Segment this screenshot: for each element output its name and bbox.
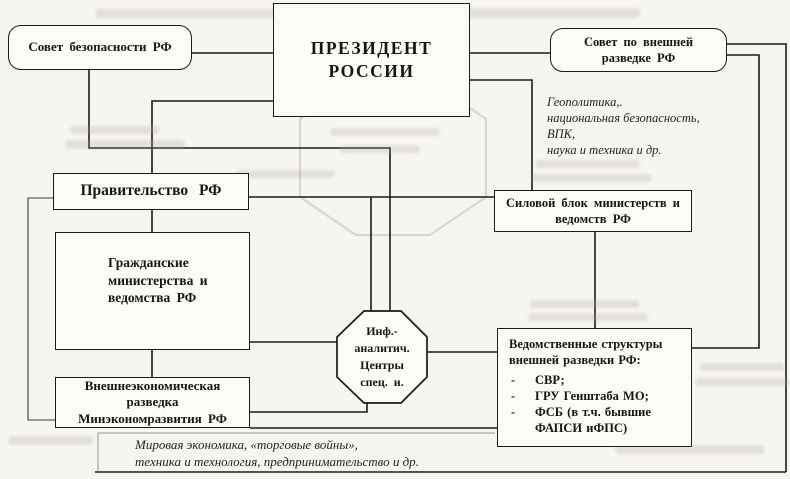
connector-president-power-bloc	[470, 79, 533, 190]
civil-ministries-label: Гражданские министерства и ведомства РФ	[108, 255, 208, 306]
power-bloc-label: Силовой блок министерств и ведомств РФ	[505, 195, 681, 226]
geopolitics-note: Геополитика,. национальная безопасность,…	[547, 95, 700, 157]
power-bloc-box: Силовой блок министерств и ведомств РФ	[494, 190, 692, 232]
info-centers-label: Инф.- аналитич. Центры спец. и.	[354, 323, 410, 390]
foreign-econ-intel-box: Внешнеэкономическая разведка Минэкономра…	[55, 377, 250, 428]
government-box: Правительство РФ	[53, 173, 249, 210]
foreign-intel-council-label: Совет по внешней разведке РФ	[583, 34, 694, 65]
connector-president-government	[151, 100, 273, 173]
world-economy-note: Мировая экономика, «торговые войны», тех…	[135, 437, 419, 469]
connector-government-foreign-econ-intel	[27, 197, 55, 421]
connector-foreign-econ-intel-info-centers	[250, 401, 368, 413]
connector-foreign-intel-council-dept-structures	[692, 54, 760, 349]
list-item-dash: -	[511, 388, 516, 403]
info-centers-octagon-shape	[336, 310, 428, 404]
list-item: - ГРУ Генштаба МО;	[509, 388, 683, 404]
dept-structures-title: Ведомственные структуры внешней разведки…	[509, 337, 663, 368]
list-item: - ФСБ (в т.ч. бывшие ФАПСИ иФПС)	[509, 404, 683, 437]
connector-security-council-info-centers	[88, 70, 391, 315]
list-item-dash: -	[511, 405, 516, 419]
info-centers-node: Инф.- аналитич. Центры спец. и.	[337, 311, 427, 403]
foreign-econ-intel-label: Внешнеэкономическая разведка Минэкономра…	[78, 378, 227, 426]
bottom-note-frame	[97, 432, 495, 472]
president-label: ПРЕЗИДЕНТ РОССИИ	[310, 38, 433, 81]
dept-structures-content: Ведомственные структуры внешней разведки…	[498, 329, 691, 446]
government-label: Правительство РФ	[80, 182, 222, 200]
security-council-label: Совет безопасности РФ	[28, 39, 172, 55]
civil-ministries-box: Гражданские министерства и ведомства РФ	[55, 232, 250, 350]
foreign-intel-council-box: Совет по внешней разведке РФ	[550, 28, 727, 72]
security-council-box: Совет безопасности РФ	[8, 25, 192, 70]
list-item-label: ГРУ Генштаба МО;	[535, 388, 649, 403]
list-item-dash: -	[511, 372, 516, 387]
dept-structures-box: Ведомственные структуры внешней разведки…	[497, 328, 692, 447]
list-item: - СВР;	[509, 372, 683, 388]
connector-foreign-intel-council-outer-right	[727, 43, 787, 472]
list-item-label: ФСБ (в т.ч. бывшие ФАПСИ иФПС)	[535, 405, 651, 436]
list-item-label: СВР;	[535, 372, 565, 387]
president-box: ПРЕЗИДЕНТ РОССИИ	[273, 3, 470, 117]
